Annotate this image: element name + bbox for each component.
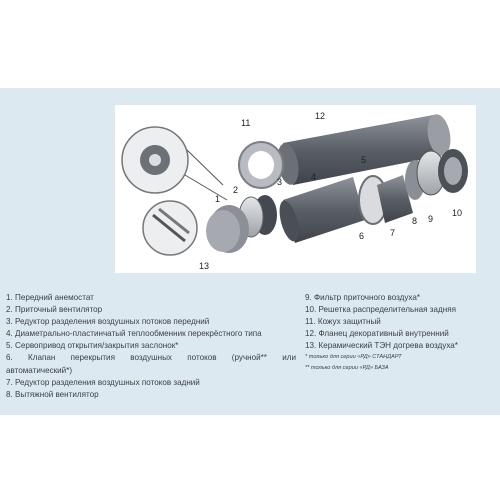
callout-9: 9 [428,214,433,224]
callout-3: 3 [277,177,282,187]
legend-item: 5. Сервопривод открытия/закрытия заслоно… [6,341,179,351]
legend-left-column: 1. Передний анемостат 2. Приточный венти… [6,292,296,401]
front-parts [206,195,277,253]
heat-exchanger [279,177,365,243]
callout-7: 7 [390,228,395,238]
legend-item: 7. Редуктор разделения воздушных потоков… [6,377,200,387]
callout-4: 4 [311,172,316,182]
legend-item: 6. Клапан перекрытия воздушных потоков (… [6,353,296,363]
callout-5: 5 [361,155,366,165]
callout-8: 8 [412,216,417,226]
callout-10: 10 [452,208,462,218]
callout-12: 12 [315,111,325,121]
footnote: ** только для серии «РД» БАЗА [305,365,389,372]
legend-item: 13. Керамический ТЭН догрева воздуха* [305,341,458,351]
outer-pipe [277,114,451,185]
callout-11: 11 [241,118,250,128]
callout-13: 13 [199,261,209,271]
legend-item: 4. Диаметрально-пластинчатый теплообменн… [6,329,262,339]
footnote: * только для серии «РД» СТАНДАРТ [305,354,402,361]
legend-right-column: 9. Фильтр приточного воздуха* 10. Решетк… [305,292,497,374]
legend-item: 12. Фланец декоративный внутренний [305,329,449,339]
legend-item: 2. Приточный вентилятор [6,305,103,315]
legend-item: 3. Редуктор разделения воздушных потоков… [6,317,210,327]
diagram-svg: 1 2 3 4 5 6 7 8 9 10 11 12 13 [121,111,468,271]
legend-item: автоматический*) [6,365,73,375]
callout-1: 1 [215,194,220,204]
legend-item: 8. Вытяжной вентилятор [6,389,99,399]
flange-ring [238,141,284,189]
callout-6: 6 [359,231,364,241]
legend-item: 1. Передний анемостат [6,293,94,302]
inset-fan-detail [121,126,189,194]
exploded-diagram: 1 2 3 4 5 6 7 8 9 10 11 12 13 [115,105,476,273]
legend-item: 9. Фильтр приточного воздуха* [305,293,421,302]
legend-item: 11. Кожух защитный [305,317,381,327]
rear-fan-assembly [405,149,468,200]
rear-collar [358,175,413,225]
callout-2: 2 [233,185,238,195]
inset-heater-detail [142,200,198,256]
legend-item: 10. Решетка распределительная задняя [305,305,456,315]
